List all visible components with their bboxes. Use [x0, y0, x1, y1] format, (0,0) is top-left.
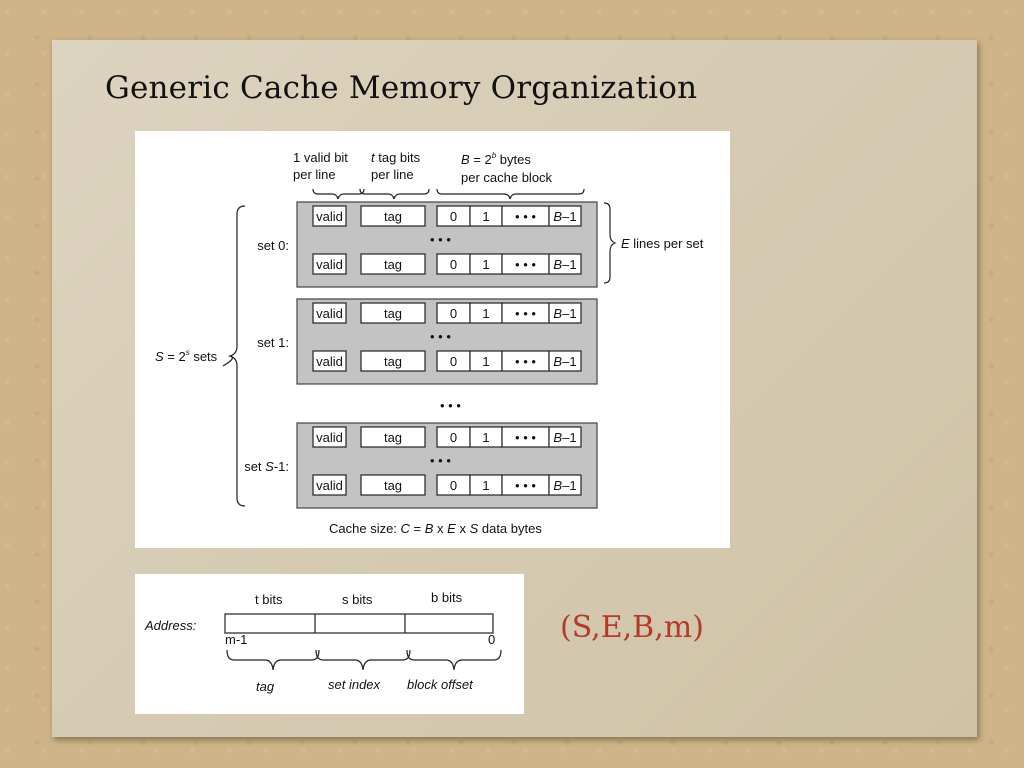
block-byte-0-label: 0	[450, 430, 457, 445]
tag-cell-label: tag	[384, 306, 402, 321]
set-label-0: set 0:	[257, 238, 289, 253]
cache-parameters-notation: (S,E,B,m)	[560, 610, 704, 645]
block-byte-last-box	[548, 426, 582, 448]
slide-title: Generic Cache Memory Organization	[105, 70, 698, 106]
cache-diagram-svg: 1 valid bit per line t tag bits per line…	[155, 150, 704, 536]
valid-cell-label: valid	[316, 478, 343, 493]
tag-cell-label: tag	[384, 257, 402, 272]
block-byte-last-box	[548, 253, 582, 275]
cache-sets: valid tag 0 1 • • • B–1 • • • valid tag 0 1 • • • B–…	[244, 201, 598, 509]
block-offset-field-label: block offset	[407, 677, 474, 692]
num-sets-label: S = 2s sets	[155, 348, 218, 364]
block-byte-1-label: 1	[482, 306, 489, 321]
s-bits-label: s bits	[342, 592, 373, 607]
address-diagram: Address: t bits s bits b bits m-1 0 tag …	[135, 574, 524, 714]
valid-cell-label: valid	[316, 306, 343, 321]
block-bytes-dots-label: • • •	[515, 478, 536, 493]
address-label: Address:	[144, 618, 197, 633]
header-valid-line2: per line	[293, 167, 336, 182]
block-byte-last-box	[548, 205, 582, 227]
block-byte-0-label: 0	[450, 354, 457, 369]
line-separator-dots: • • •	[430, 329, 451, 344]
block-byte-last-label: B–1	[553, 478, 576, 493]
header-tag-line1: t tag bits	[371, 150, 421, 165]
block-byte-0-label: 0	[450, 209, 457, 224]
header-block-brace	[436, 188, 585, 200]
block-byte-1-label: 1	[482, 478, 489, 493]
set-label-2: set S-1:	[244, 459, 289, 474]
tag-cell-box	[360, 302, 426, 324]
set-separator-dots: • • •	[440, 398, 461, 413]
set-index-field-label: set index	[328, 677, 381, 692]
num-sets-brace	[222, 205, 246, 507]
cache-size-label: Cache size: C = B x E x S data bytes	[329, 521, 542, 536]
line-separator-dots: • • •	[430, 453, 451, 468]
block-byte-last-label: B–1	[553, 306, 576, 321]
block-byte-last-box	[548, 302, 582, 324]
valid-cell-label: valid	[316, 430, 343, 445]
tag-cell-box	[360, 253, 426, 275]
tag-cell-box	[360, 426, 426, 448]
address-msb-label: m-1	[225, 632, 247, 647]
valid-cell-box	[312, 205, 347, 227]
t-bits-label: t bits	[255, 592, 283, 607]
tag-field-label: tag	[256, 679, 275, 694]
valid-cell-label: valid	[316, 257, 343, 272]
cache-organization-diagram: 1 valid bit per line t tag bits per line…	[135, 131, 730, 548]
valid-cell-label: valid	[316, 209, 343, 224]
line-separator-dots: • • •	[430, 232, 451, 247]
block-bytes-dots-label: • • •	[515, 257, 536, 272]
block-byte-last-box	[548, 350, 582, 372]
tag-cell-box	[360, 474, 426, 496]
block-byte-last-label: B–1	[553, 209, 576, 224]
address-diagram-svg: Address: t bits s bits b bits m-1 0 tag …	[144, 590, 502, 694]
tag-cell-box	[360, 350, 426, 372]
lines-per-set-label: E lines per set	[621, 236, 704, 251]
block-byte-0-label: 0	[450, 306, 457, 321]
block-byte-last-label: B–1	[553, 430, 576, 445]
block-byte-1-label: 1	[482, 430, 489, 445]
tag-cell-label: tag	[384, 354, 402, 369]
block-byte-last-label: B–1	[553, 354, 576, 369]
header-block-line2: per cache block	[461, 170, 553, 185]
valid-cell-box	[312, 350, 347, 372]
header-block-line1: B = 2b bytes	[461, 151, 531, 167]
header-valid-line1: 1 valid bit	[293, 150, 348, 165]
block-bytes-dots-label: • • •	[515, 209, 536, 224]
valid-cell-box	[312, 474, 347, 496]
valid-cell-label: valid	[316, 354, 343, 369]
lines-per-set-brace	[603, 202, 617, 284]
block-bytes-dots-label: • • •	[515, 306, 536, 321]
block-byte-0-label: 0	[450, 478, 457, 493]
block-bytes-dots-label: • • •	[515, 354, 536, 369]
set-index-brace	[315, 649, 411, 671]
tag-brace	[226, 649, 320, 671]
block-byte-last-box	[548, 474, 582, 496]
header-tag-line2: per line	[371, 167, 414, 182]
block-byte-1-label: 1	[482, 257, 489, 272]
valid-cell-box	[312, 253, 347, 275]
b-bits-label: b bits	[431, 590, 463, 605]
block-offset-brace	[406, 649, 502, 671]
tag-cell-label: tag	[384, 209, 402, 224]
valid-cell-box	[312, 426, 347, 448]
tag-cell-label: tag	[384, 430, 402, 445]
set-label-1: set 1:	[257, 335, 289, 350]
block-byte-1-label: 1	[482, 209, 489, 224]
block-bytes-dots-label: • • •	[515, 430, 536, 445]
header-valid-brace	[312, 188, 365, 200]
block-byte-0-label: 0	[450, 257, 457, 272]
tag-cell-box	[360, 205, 426, 227]
header-tag-brace	[359, 188, 430, 200]
tag-cell-label: tag	[384, 478, 402, 493]
address-lsb-label: 0	[488, 632, 495, 647]
block-byte-last-label: B–1	[553, 257, 576, 272]
valid-cell-box	[312, 302, 347, 324]
address-field-box	[224, 613, 494, 634]
block-byte-1-label: 1	[482, 354, 489, 369]
